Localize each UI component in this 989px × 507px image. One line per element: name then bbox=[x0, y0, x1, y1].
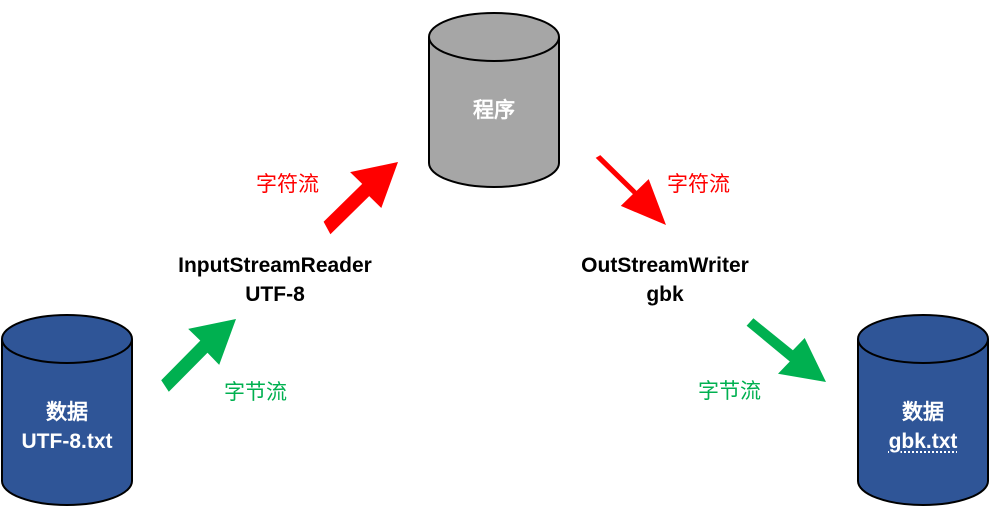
char-stream-label-left: 字符流 bbox=[256, 172, 319, 196]
writer-block: OutStreamWriter gbk bbox=[545, 251, 785, 309]
char-stream-label-right: 字符流 bbox=[667, 172, 730, 196]
writer-encoding: gbk bbox=[646, 283, 684, 306]
byte-stream-label-left: 字节流 bbox=[224, 380, 287, 404]
source-data-title: 数据 bbox=[46, 400, 88, 424]
source-cylinder-body bbox=[1, 339, 133, 506]
program-cylinder-body bbox=[428, 37, 560, 188]
char-stream-arrow-right bbox=[595, 155, 666, 225]
source-data-cylinder bbox=[1, 314, 133, 506]
program-label-text: 程序 bbox=[473, 98, 515, 122]
source-data-label: 数据 UTF-8.txt bbox=[2, 398, 132, 456]
program-label: 程序 bbox=[429, 96, 559, 125]
target-data-label: 数据 gbk.txt bbox=[858, 398, 988, 456]
program-cylinder-top bbox=[428, 12, 560, 62]
writer-class-name: OutStreamWriter bbox=[581, 254, 749, 277]
target-cylinder-body bbox=[857, 339, 989, 506]
target-data-title: 数据 bbox=[902, 400, 944, 424]
target-data-cylinder bbox=[857, 314, 989, 506]
byte-stream-label-right: 字节流 bbox=[698, 379, 761, 403]
program-cylinder bbox=[428, 12, 560, 188]
char-stream-arrow-left bbox=[323, 162, 398, 235]
reader-encoding: UTF-8 bbox=[245, 283, 305, 306]
source-cylinder-top bbox=[1, 314, 133, 364]
source-file-name: UTF-8.txt bbox=[21, 430, 113, 453]
reader-block: InputStreamReader UTF-8 bbox=[150, 251, 400, 309]
byte-stream-arrow-left bbox=[161, 319, 236, 392]
reader-class-name: InputStreamReader bbox=[178, 254, 372, 277]
target-cylinder-top bbox=[857, 314, 989, 364]
byte-stream-arrow-right bbox=[746, 318, 826, 382]
target-file-name: gbk.txt bbox=[888, 430, 958, 453]
